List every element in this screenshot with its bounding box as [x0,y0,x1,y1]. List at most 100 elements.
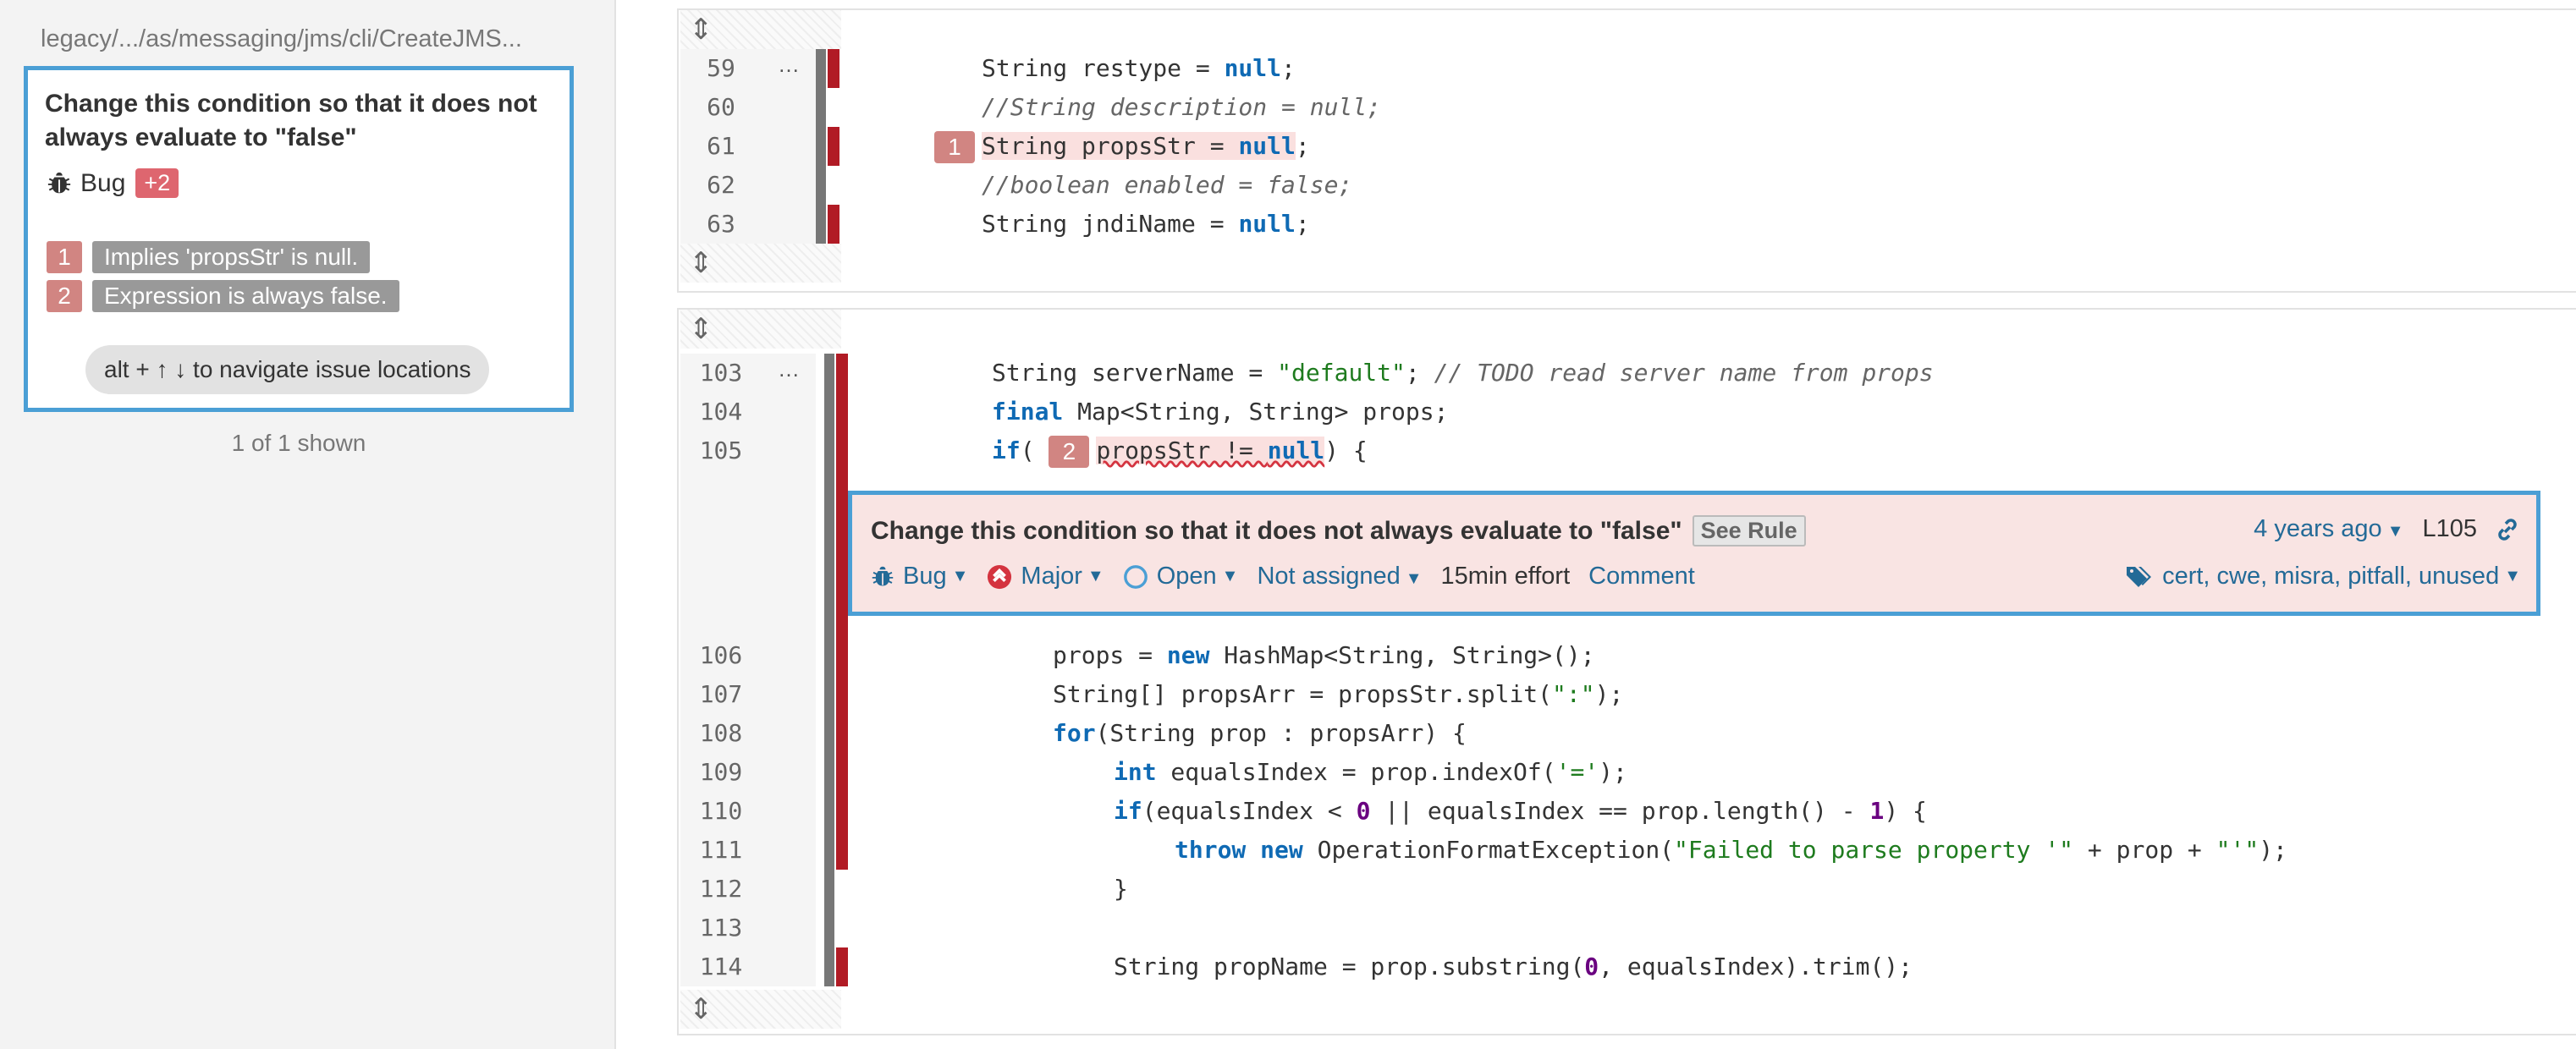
assignee-dropdown[interactable]: Not assigned▼ [1257,563,1423,590]
line-number[interactable]: 107 [680,675,762,714]
location-message: Expression is always false. [92,280,399,312]
tags-dropdown[interactable]: cert, cwe, misra, pitfall, unused▼ [2125,563,2521,590]
line-number[interactable]: 61 [680,127,762,166]
open-status-icon [1123,564,1148,589]
line-options [762,792,816,831]
line-number[interactable]: 106 [680,636,762,675]
scm-bar [824,636,834,675]
issue-line: L105 [2422,515,2477,542]
line-number[interactable]: 104 [680,393,762,431]
coverage-bar [836,354,848,393]
line-number[interactable]: 63 [680,205,762,244]
issue-age-dropdown[interactable]: 4 years ago▼ [2254,515,2404,542]
code-text: String restype = null; [982,54,1296,82]
line-options [762,166,816,205]
code-text: String propName = prop.substring(0, equa… [1114,953,1913,980]
scm-bar [824,870,834,909]
line-number[interactable]: 112 [680,870,762,909]
issues-shown-count: 1 of 1 shown [231,430,366,456]
line-options[interactable]: … [762,354,816,393]
scm-bar [824,393,834,431]
issue-box-message[interactable]: Change this condition so that it does no… [871,516,1682,545]
severity-dropdown[interactable]: Major▼ [987,563,1104,590]
code-text: if(equalsIndex < 0 || equalsIndex == pro… [1114,797,1927,825]
line-number[interactable]: 103 [680,354,762,393]
code-line: 103 … String serverName = "default"; // … [679,354,2576,393]
file-path[interactable]: legacy/.../as/messaging/jms/cli/CreateJM… [41,25,522,52]
expand-icon: ⇕ [689,993,713,1025]
tag-icon [2127,566,2152,587]
issue-type-dropdown[interactable]: Bug▼ [871,563,968,590]
link-icon[interactable] [2494,516,2521,543]
line-number[interactable]: 110 [680,792,762,831]
line-number[interactable]: 108 [680,714,762,753]
code-snippet: ⇕ 103 … String serverName = "default"; /… [677,308,2576,1035]
expand-above[interactable]: ⇕ [680,10,841,49]
scm-bar [816,49,826,88]
see-rule-button[interactable]: See Rule [1692,515,1806,546]
code-line: 109 int equalsIndex = prop.indexOf('='); [679,753,2576,792]
location-marker[interactable]: 1 [934,131,975,163]
coverage-bar [836,431,848,470]
extra-issues-badge: +2 [135,168,179,198]
expand-below[interactable]: ⇕ [680,244,841,283]
issue-message: Change this condition so that it does no… [45,90,537,151]
coverage-bar [836,636,848,675]
scm-bar [816,205,826,244]
expand-below[interactable]: ⇕ [680,990,841,1029]
code-line: 106 props = new HashMap<String, String>(… [679,636,2576,675]
status-dropdown[interactable]: Open▼ [1123,563,1238,590]
scm-bar [824,714,834,753]
line-options [762,831,816,870]
location-marker[interactable]: 2 [1049,436,1090,468]
line-options [762,947,816,986]
coverage-bar [828,49,839,88]
code-line: 107 String[] propsArr = propsStr.split("… [679,675,2576,714]
line-number[interactable]: 105 [680,431,762,470]
line-options[interactable]: … [762,49,816,88]
scm-bar [824,792,834,831]
line-number[interactable]: 109 [680,753,762,792]
line-number[interactable]: 114 [680,947,762,986]
line-number[interactable]: 60 [680,88,762,127]
line-options [762,431,816,470]
code-line: 63 String jndiName = null; [679,205,2576,244]
coverage-bar [836,393,848,431]
scm-bar [824,354,834,393]
code-line: 114 String propName = prop.substring(0, … [679,947,2576,986]
issue-card[interactable]: Change this condition so that it does no… [24,66,574,412]
line-number[interactable]: 111 [680,831,762,870]
coverage-bar [836,675,848,714]
line-options [762,909,816,947]
line-number[interactable]: 59 [680,49,762,88]
scm-bar [816,127,826,166]
code-text: String jndiName = null; [982,210,1310,238]
expand-above[interactable]: ⇕ [680,310,841,349]
expand-icon: ⇕ [689,14,713,46]
location-number: 1 [47,241,82,273]
comment-link[interactable]: Comment [1588,563,1695,590]
coverage-bar [836,831,848,870]
code-line: 62 //boolean enabled = false; [679,166,2576,205]
line-options [762,714,816,753]
code-text: String serverName = "default"; // TODO r… [992,359,1934,387]
issue-location[interactable]: 1 Implies 'propsStr' is null. [47,241,371,273]
coverage-bar [836,753,848,792]
line-options [762,675,816,714]
code-text: int equalsIndex = prop.indexOf('='); [1114,758,1627,786]
scm-bar [816,166,826,205]
issue-box[interactable]: Change this condition so that it does no… [848,491,2540,616]
scm-bar [824,831,834,870]
code-line: 108 for(String prop : propsArr) { [679,714,2576,753]
issue-location[interactable]: 2 Expression is always false. [47,280,399,312]
line-options [762,88,816,127]
code-line: 110 if(equalsIndex < 0 || equalsIndex ==… [679,792,2576,831]
coverage-bar [828,205,839,244]
line-number[interactable]: 113 [680,909,762,947]
bug-icon [872,566,894,585]
line-number[interactable]: 62 [680,166,762,205]
code-text: //String description = null; [982,93,1382,121]
